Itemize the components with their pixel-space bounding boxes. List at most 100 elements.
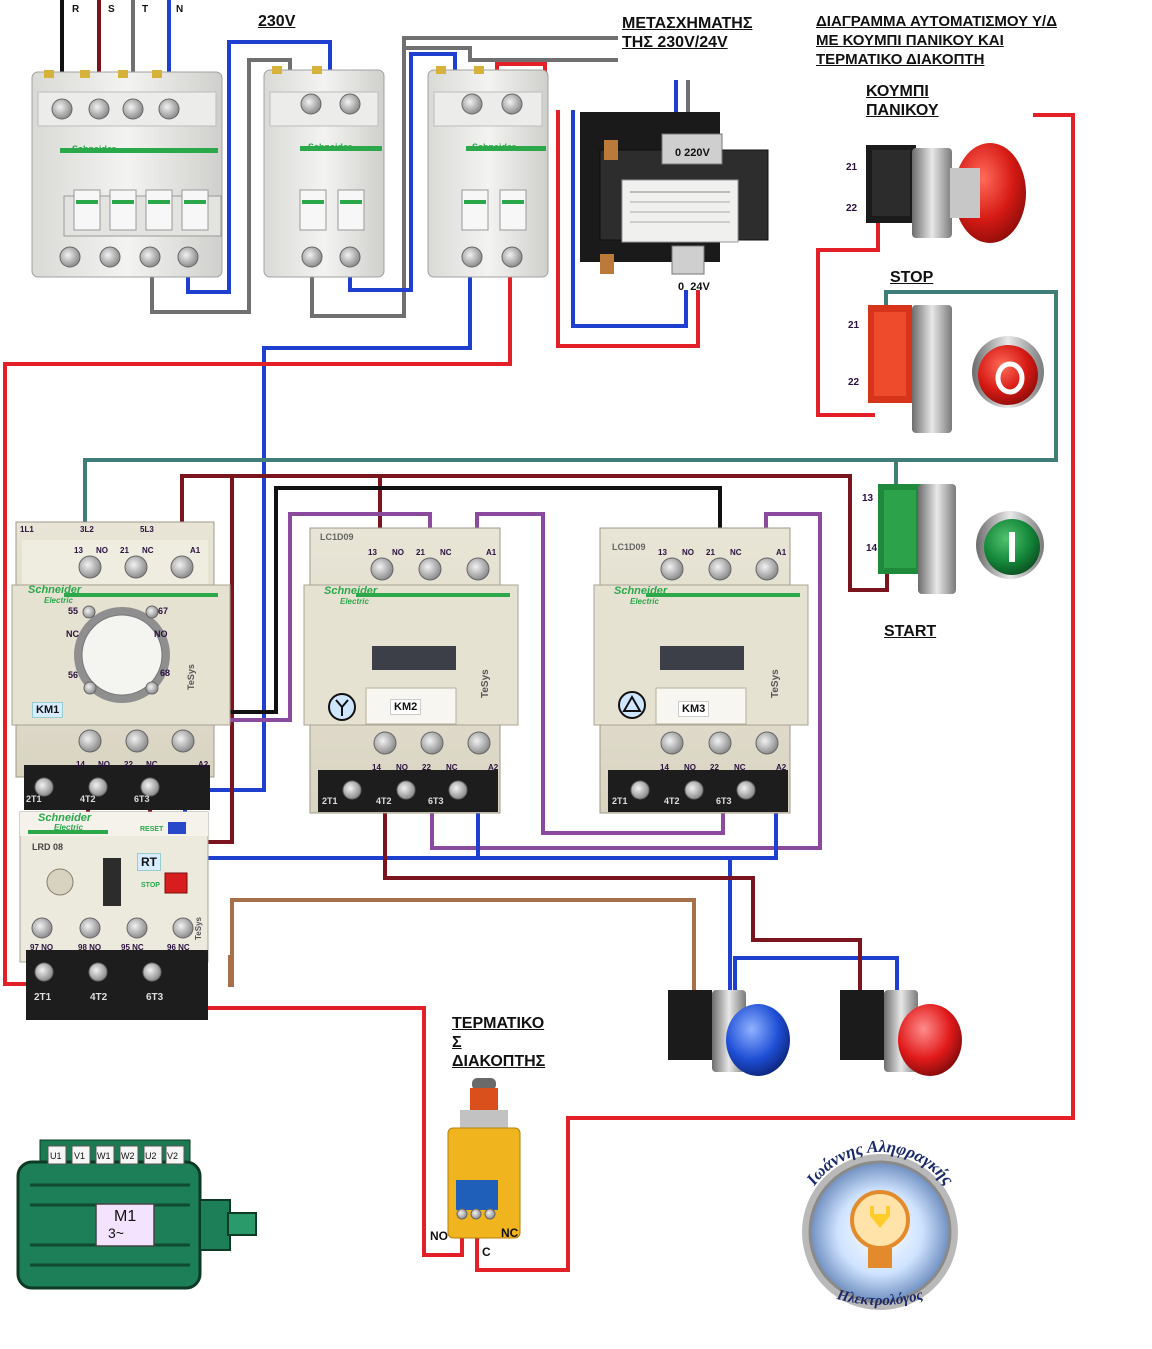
km3-top-no: NO	[682, 548, 694, 557]
km1-top-1l1: 1L1	[20, 525, 34, 534]
km2-bottom-14: 14	[372, 763, 381, 772]
heading-230v: 230V	[258, 13, 296, 30]
motor-terminal-v1: V1	[74, 1151, 86, 1161]
wire-blue-control-feed	[185, 270, 472, 792]
km1-top-nc: NC	[142, 546, 154, 555]
km2-power-6t3: 6T3	[428, 796, 444, 806]
phase-label-s: S	[108, 4, 115, 15]
km1-top-13: 13	[74, 546, 83, 555]
motor-terminal-v2: V2	[167, 1151, 179, 1161]
svg-text:Schneider: Schneider	[72, 144, 116, 154]
km2-brand-sub: Electric	[340, 597, 369, 606]
author-logo	[802, 1154, 958, 1310]
motor	[16, 1139, 257, 1290]
km3-tag: KM3	[678, 701, 710, 717]
breaker-2-pole: Schneider	[263, 66, 385, 278]
heading-transformer: ΜΕΤΑΣΧΗΜΑΤΗΣ ΤΗΣ 230V/24V	[622, 15, 753, 51]
svg-text:Schneider: Schneider	[308, 142, 352, 152]
thermal-contact-95: 95 NC	[121, 943, 144, 952]
thermal-stop: STOP	[141, 882, 160, 889]
stop-contact-22: 22	[848, 377, 860, 388]
km2-brand: Schneider	[324, 585, 378, 597]
phase-label-n: N	[176, 4, 184, 15]
thermal-tag: RT	[137, 853, 161, 871]
wire-grey-b2-b3	[310, 36, 618, 318]
motor-phases: 3~	[108, 1225, 124, 1241]
author-profession: Ηλεκτρολόγος	[834, 1287, 925, 1309]
km3-bottom-no: NO	[684, 763, 696, 772]
km2-top-no: NO	[392, 548, 404, 557]
heading-stop: STOP	[890, 269, 934, 286]
km2-power-2t1: 2T1	[322, 796, 338, 806]
wire-teal-stop-start	[83, 290, 1058, 560]
wire-purple-km3	[430, 512, 822, 850]
thermal-contact-97: 97 NO	[30, 943, 54, 952]
transformer-primary-label: 0 220V	[675, 147, 710, 159]
heading-panic-button: ΚΟΥΜΠΙ ΠΑΝΙΚΟΥ	[866, 83, 939, 119]
km1-timer-55: 55	[68, 606, 79, 616]
author-name: Ιωάννης Αληφραγκής	[802, 1137, 958, 1189]
wire-maroon-lamps	[383, 750, 862, 995]
km2-bottom-22: 22	[422, 763, 431, 772]
km1-power-6t3: 6T3	[134, 794, 150, 804]
km3-bottom-a2: A2	[776, 763, 787, 772]
km3-power-2t1: 2T1	[612, 796, 628, 806]
thermal-contact-96: 96 NC	[167, 943, 190, 952]
km2-top-21: 21	[416, 548, 425, 557]
km3-bottom-nc: NC	[734, 763, 746, 772]
thermal-power-2t1: 2T1	[34, 992, 52, 1003]
transformer	[580, 112, 769, 275]
thermal-contact-98: 98 NO	[78, 943, 102, 952]
km2-bottom-nc: NC	[446, 763, 458, 772]
thermal-relay	[19, 811, 209, 1020]
km1-bottom-14: 14	[76, 760, 85, 769]
km3-brand: Schneider	[614, 585, 668, 597]
km2-model: LC1D09	[320, 532, 354, 542]
km2-top-13: 13	[368, 548, 377, 557]
diagram-title: ΔΙΑΓΡΑΜΜΑ ΑΥΤΟΜΑΤΙΣΜΟΥ Υ/Δ ΜΕ ΚΟΥΜΠΙ ΠΑΝ…	[816, 13, 1058, 68]
limit-switch	[447, 1078, 521, 1239]
motor-name: M1	[114, 1208, 137, 1225]
km1-timer-nc: NC	[66, 629, 79, 639]
wire-brown-lamp	[228, 898, 696, 1000]
km3-power-6t3: 6T3	[716, 796, 732, 806]
km1-top-21: 21	[120, 546, 129, 555]
svg-text:Schneider: Schneider	[472, 142, 516, 152]
km3-model: LC1D09	[612, 542, 646, 552]
wire-grey-b1-b2	[150, 58, 292, 314]
contactor-km1	[11, 521, 231, 810]
km2-power-4t2: 4T2	[376, 796, 392, 806]
start-button	[878, 484, 1044, 594]
km2-top-nc: NC	[440, 548, 452, 557]
km1-tag: KM1	[32, 702, 64, 718]
breaker-4-pole: Schneider	[31, 70, 223, 278]
km2-tag: KM2	[390, 699, 422, 715]
wire-maroon-a1	[180, 474, 889, 592]
km3-brand-sub: Electric	[630, 597, 659, 606]
heading-start: START	[884, 623, 937, 640]
km1-brand-sub: Electric	[44, 596, 73, 605]
wire-blue-b2-b3	[348, 52, 457, 292]
km1-bottom-no: NO	[98, 760, 110, 769]
limit-contact-no: NO	[430, 1229, 448, 1243]
motor-terminal-w1: W1	[97, 1151, 111, 1161]
thermal-power-6t3: 6T3	[146, 992, 164, 1003]
motor-terminal-w2: W2	[121, 1151, 135, 1161]
km3-top-13: 13	[658, 548, 667, 557]
km3-power-4t2: 4T2	[664, 796, 680, 806]
km1-bottom-22: 22	[124, 760, 133, 769]
km1-timer-67: 67	[158, 606, 169, 616]
thermal-power-4t2: 4T2	[90, 992, 108, 1003]
panic-contact-21: 21	[846, 162, 858, 173]
wire-teal-stop-top	[884, 290, 983, 305]
thermal-brand-sub: Electric	[54, 823, 83, 832]
km1-bottom-nc: NC	[146, 760, 158, 769]
wire-red-panic-stop	[816, 222, 880, 417]
km1-power-4t2: 4T2	[80, 794, 96, 804]
km3-top-nc: NC	[730, 548, 742, 557]
km3-top-21: 21	[706, 548, 715, 557]
km1-top-3l2: 3L2	[80, 525, 94, 534]
km3-bottom-22: 22	[710, 763, 719, 772]
phase-label-t: T	[142, 4, 149, 15]
